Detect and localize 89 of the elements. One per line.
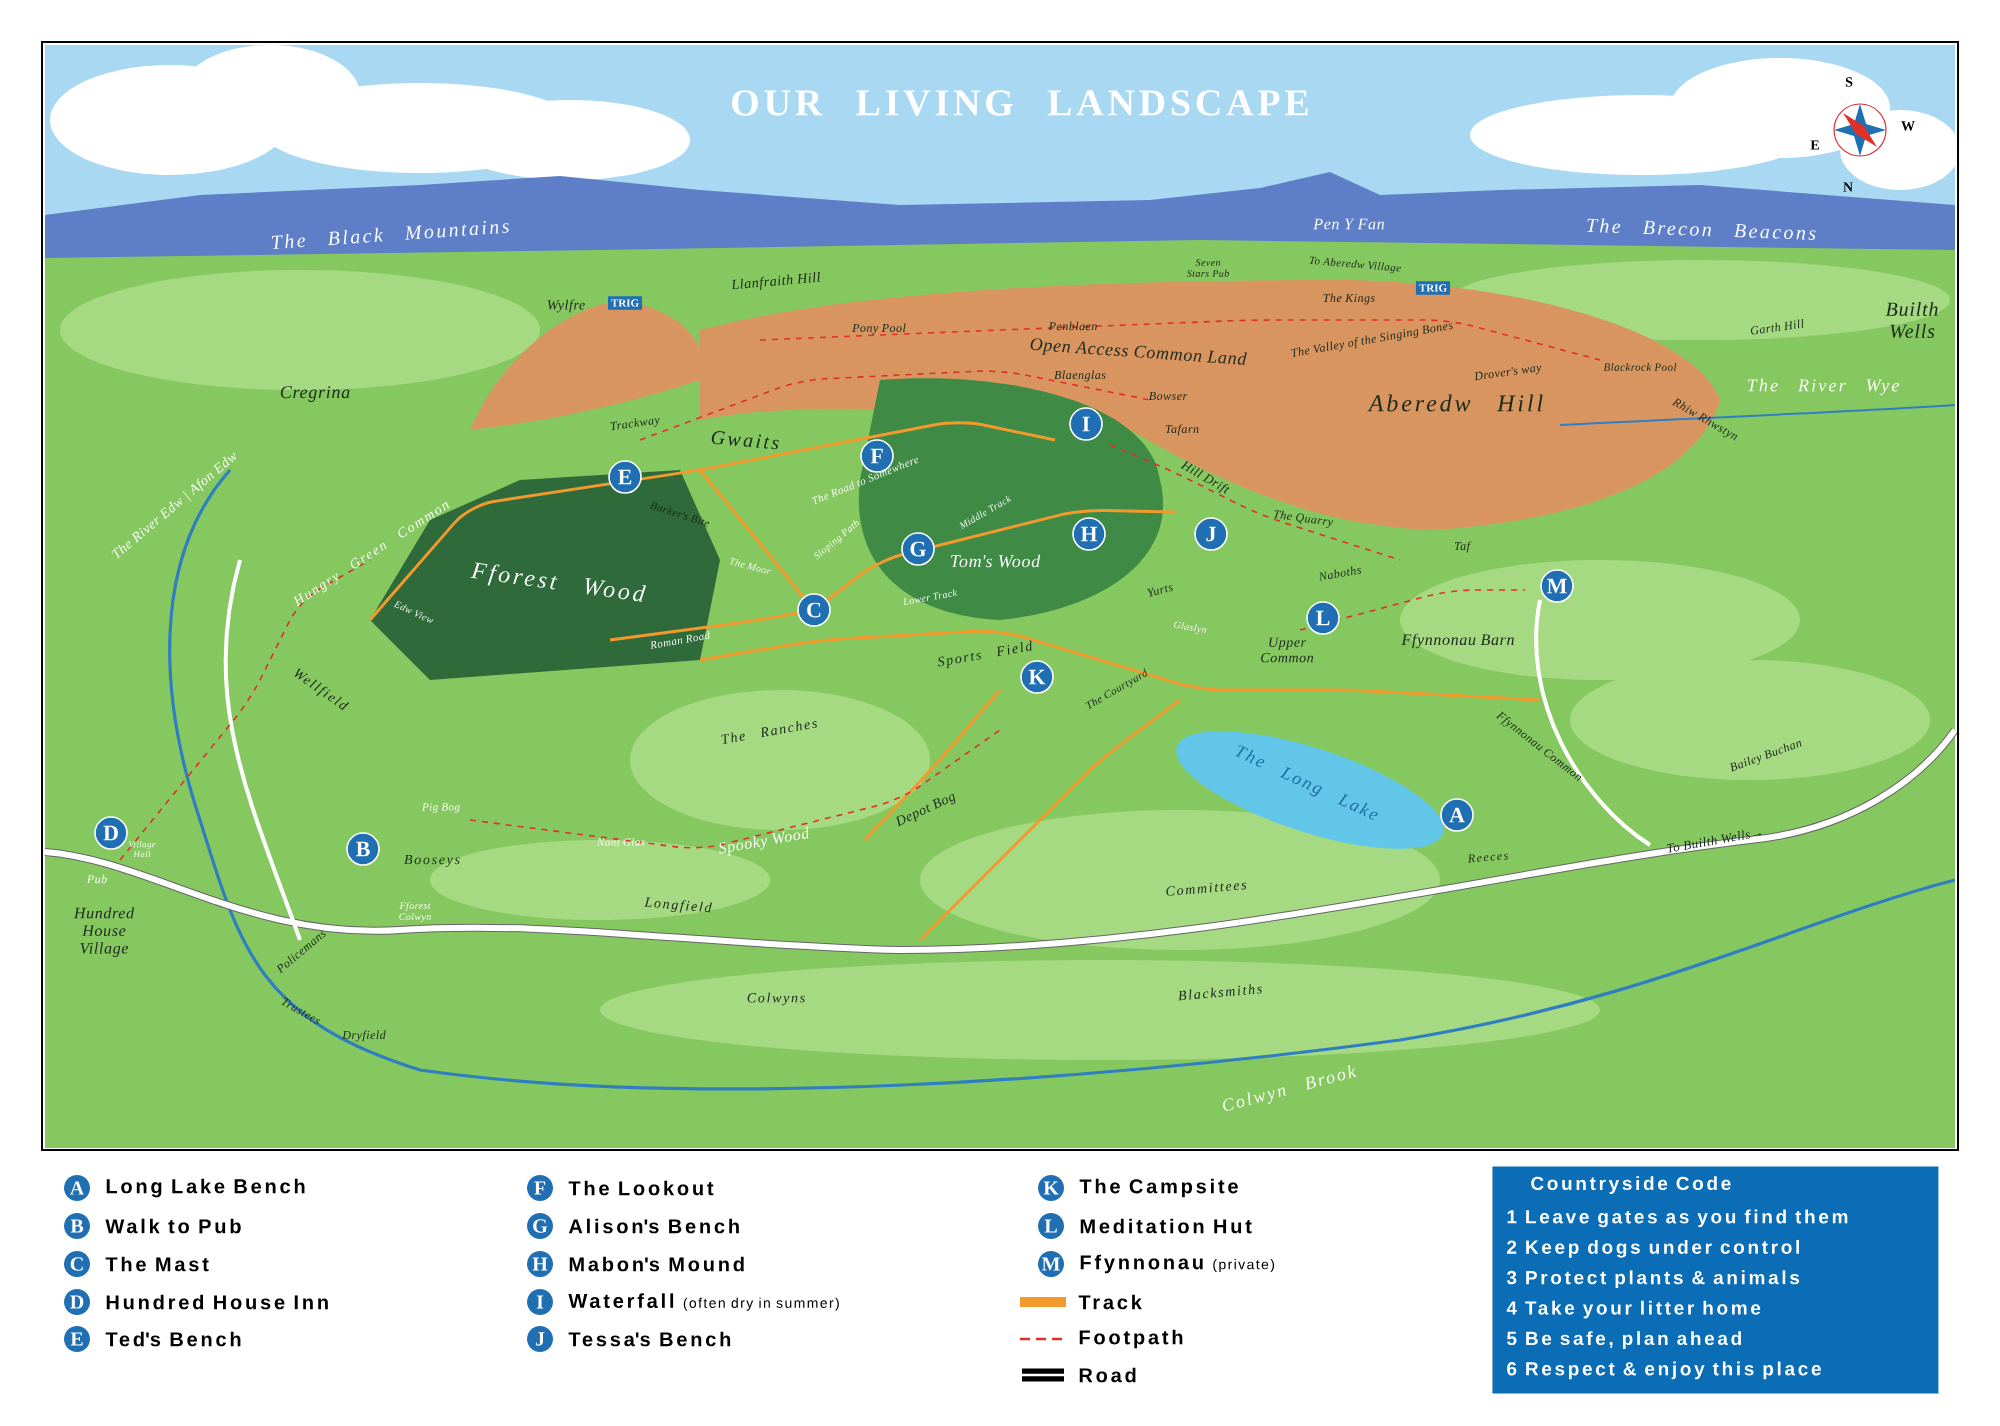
place-label: Booseys — [404, 854, 460, 868]
place-label: The Long Lake — [1234, 744, 1378, 820]
place-label: W — [1901, 121, 1915, 131]
key-text: Alison's Bench — [568, 1218, 739, 1234]
place-label: Garth Hill — [1750, 319, 1804, 335]
place-label: Yurts — [1147, 585, 1173, 597]
key-text: Walk to Pub — [105, 1218, 241, 1234]
place-label: Fforest Wood — [470, 562, 647, 602]
place-label: Tom's Wood — [951, 554, 1041, 568]
place-label: Builth Wells — [1885, 301, 1938, 339]
place-label: E — [1810, 140, 1819, 150]
place-label: Gwaits — [711, 431, 779, 450]
legend-text: Road — [1079, 1367, 1136, 1383]
place-label: To Aberedw Village — [1309, 256, 1401, 274]
place-label: Fforest Colwyn — [399, 901, 431, 923]
trig-sign: TRIG — [1415, 281, 1451, 295]
place-label: Pony Pool — [852, 323, 906, 335]
place-label: Village Hall — [128, 840, 156, 858]
place-label: Upper Common — [1261, 637, 1314, 663]
place-label: Longfield — [644, 897, 712, 913]
place-label: The Ranches — [721, 721, 817, 744]
key-text: Ted's Bench — [105, 1331, 241, 1347]
code-rule: 2 Keep dogs under control — [1507, 1239, 1799, 1258]
place-label: Hill Drift — [1180, 460, 1230, 494]
place-label: Tafarn — [1165, 424, 1199, 436]
place-label: The Black Mountains — [271, 220, 509, 250]
code-rule: 1 Leave gates as you find them — [1507, 1209, 1848, 1228]
place-label: Colwyns — [747, 992, 805, 1006]
place-label: Spooky Wood — [719, 826, 809, 856]
place-label: Open Access Common Land — [1030, 338, 1247, 365]
place-label: Dryfield — [342, 1030, 386, 1042]
place-label: Pen Y Fan — [1313, 218, 1385, 230]
place-label: Naboths — [1319, 566, 1361, 581]
key-text: Waterfall (often dry in summer) — [568, 1293, 839, 1311]
place-label: Penblaen — [1048, 321, 1097, 331]
code-rule: 5 Be safe, plan ahead — [1507, 1331, 1741, 1349]
place-label: Bailey Buchan — [1730, 741, 1803, 772]
place-label: Aberedw Hill — [1367, 394, 1543, 412]
map-title: OUR LIVING LANDSCAPE — [732, 90, 1308, 116]
place-label: Committees — [1166, 882, 1246, 896]
place-label: The Valley of the Singing Bones — [1291, 323, 1453, 357]
place-label: S — [1845, 77, 1853, 87]
code-rule: 4 Take your litter home — [1506, 1300, 1761, 1319]
place-label: Trackway — [610, 417, 660, 431]
trig-sign: TRIG — [607, 296, 643, 310]
place-label: Edw View — [393, 600, 434, 624]
place-label: Blackrock Pool — [1603, 363, 1677, 371]
key-text: Hundred House Inn — [106, 1294, 328, 1310]
code-rule: 6 Respect & enjoy this place — [1507, 1361, 1821, 1380]
place-label: Depot Bog — [895, 793, 956, 827]
place-label: The Quarry — [1273, 510, 1334, 528]
place-label: Pig Bog — [422, 803, 460, 813]
place-label: Nant Glas — [596, 838, 645, 846]
place-label: Wylfre — [547, 299, 585, 313]
place-label: Blacksmiths — [1178, 984, 1262, 1001]
code-rule: 3 Protect plants & animals — [1506, 1270, 1800, 1289]
place-label: Roman Road — [650, 630, 710, 649]
place-label: Cregrina — [280, 386, 350, 402]
panel-heading: Countryside Code — [1531, 1176, 1731, 1194]
place-label: Blaenglas — [1054, 370, 1106, 382]
place-label: Ffynnonau Barn — [1401, 633, 1514, 649]
place-label: Drover's way — [1474, 365, 1542, 381]
key-text: Meditation Hut — [1080, 1218, 1252, 1234]
key-text: Ffynnonau (private) — [1080, 1254, 1275, 1274]
place-label: To Builth Wells→ — [1667, 830, 1762, 853]
legend-text: Track — [1078, 1294, 1142, 1310]
place-label: Glaslyn — [1174, 621, 1207, 634]
code-panel — [1492, 1166, 1939, 1394]
key-text: Mabon's Mound — [569, 1256, 744, 1272]
place-label: Seven Stars Pub — [1186, 259, 1229, 277]
place-label: Lower Track — [903, 589, 958, 606]
place-label: Pub — [86, 874, 107, 884]
key-text: The Mast — [105, 1256, 209, 1272]
place-label: The Brecon Beacons — [1587, 218, 1816, 240]
place-label: Bowser — [1148, 392, 1188, 400]
place-label: Reeces — [1468, 853, 1508, 863]
place-label: The Moor — [729, 557, 771, 575]
place-label: Colwyn Brook — [1223, 1065, 1357, 1111]
key-text: The Campsite — [1079, 1178, 1238, 1198]
place-label: Hundred House Village — [73, 907, 135, 957]
legend-text: Footpath — [1079, 1329, 1183, 1349]
place-label: Taf — [1454, 541, 1472, 553]
place-label: N — [1843, 182, 1853, 192]
place-label: The River Wye — [1747, 378, 1899, 396]
key-text: Long Lake Bench — [106, 1178, 305, 1198]
key-text: The Lookout — [568, 1180, 714, 1196]
place-label: Llanfraith Hill — [731, 271, 820, 290]
place-label: The Kings — [1323, 293, 1375, 305]
key-text: Tessa's Bench — [568, 1331, 731, 1347]
